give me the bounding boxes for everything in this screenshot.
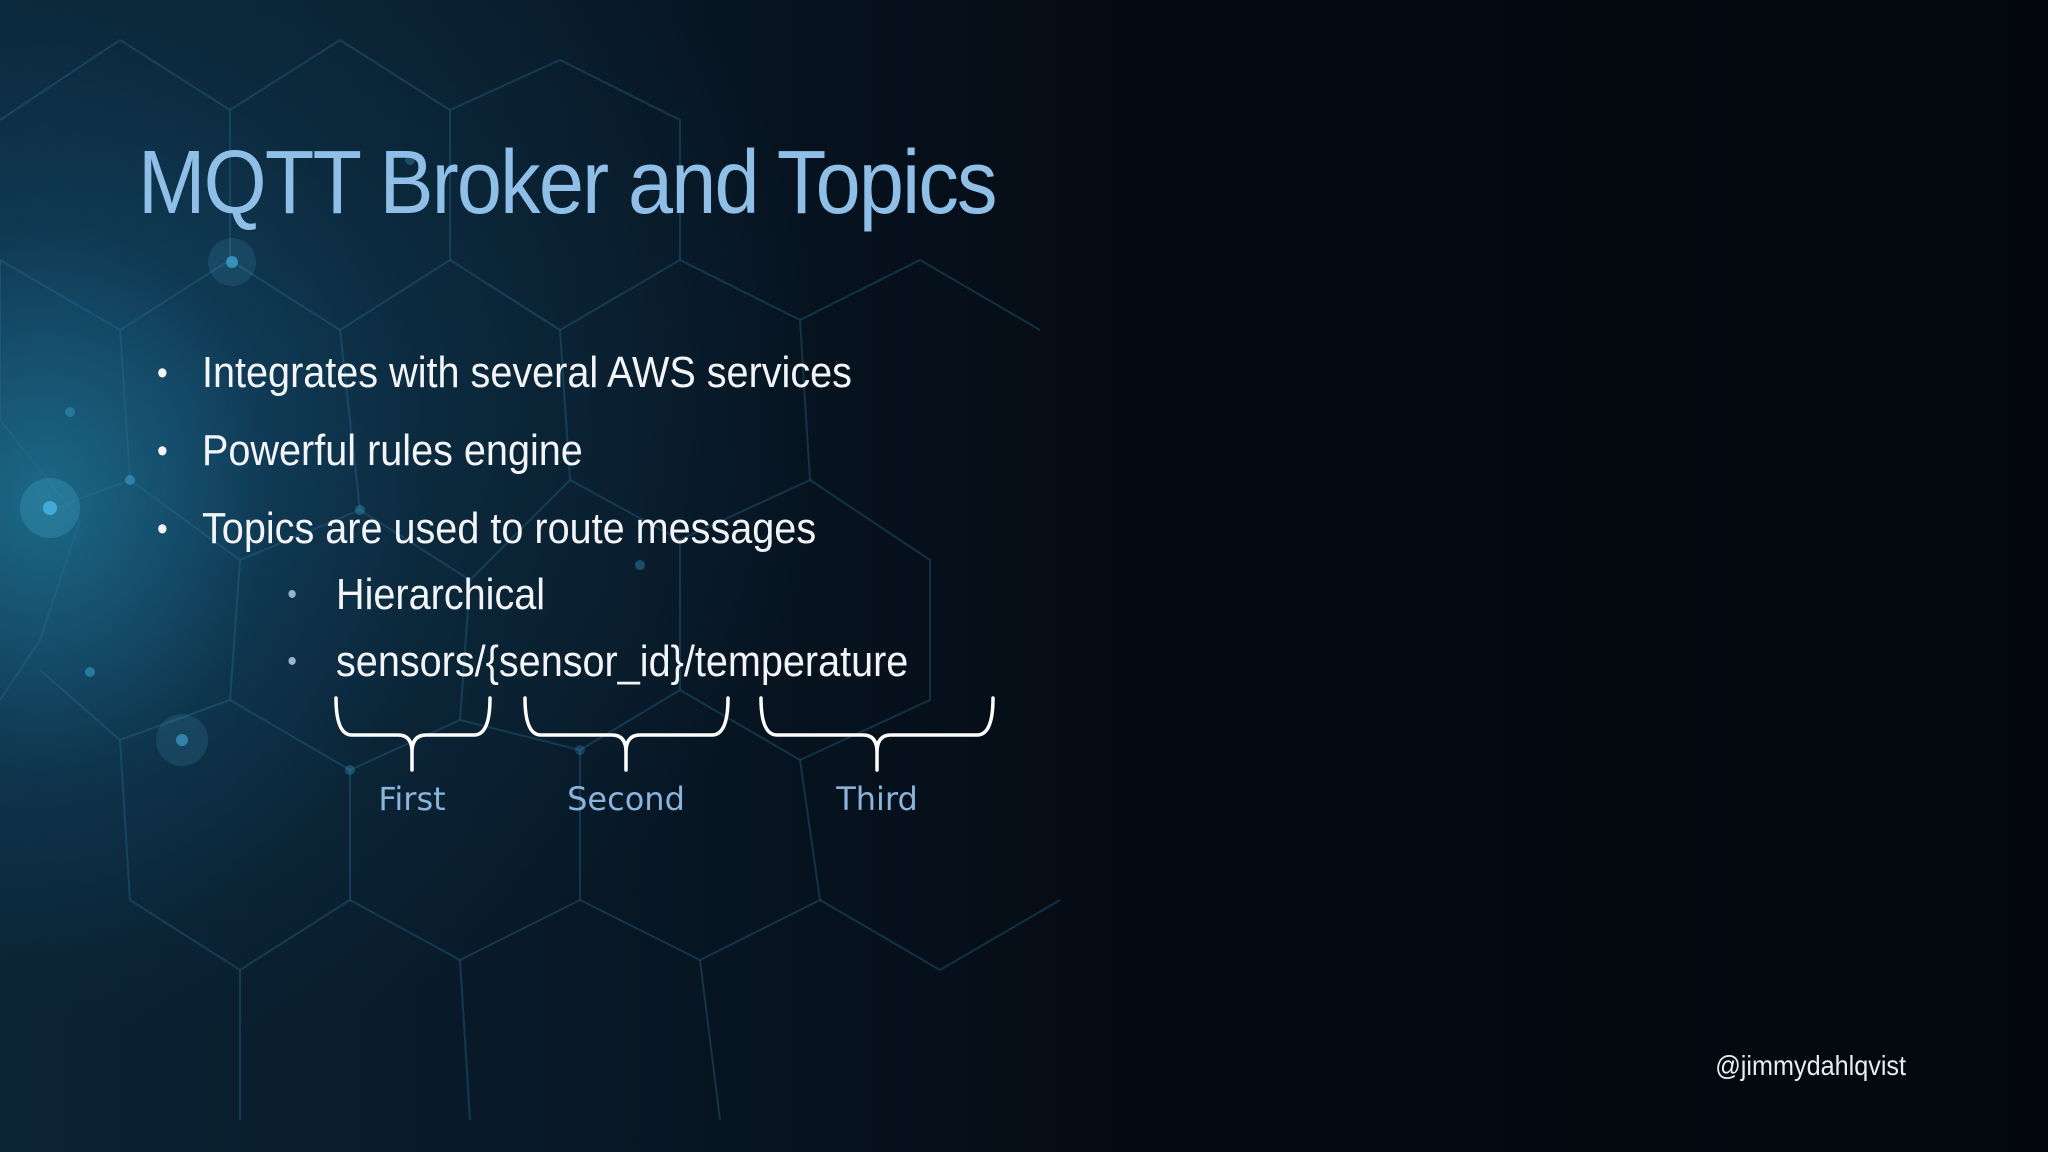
bullet-item: • Topics are used to route messages [157,501,817,557]
sub-bullet-item: • sensors/{sensor_id}/temperature [287,634,909,690]
bullet-text: Powerful rules engine [202,426,583,475]
brace-third [759,696,995,772]
sub-bullet-dot-icon: • [287,578,297,611]
bullet-text: Topics are used to route messages [202,504,817,553]
sub-bullet-text: Hierarchical [336,570,546,619]
segment-label-second: Second [567,780,685,818]
slide-title: MQTT Broker and Topics [138,133,998,233]
segment-label-first: First [378,780,446,818]
brace-second [523,696,730,772]
bullet-text: Integrates with several AWS services [202,348,852,397]
bullet-dot-icon: • [157,432,168,470]
sub-bullet-dot-icon: • [287,645,297,678]
sub-bullet-item: • Hierarchical [287,567,546,623]
author-handle: @jimmydahlqvist [1715,1050,1906,1081]
brace-first [334,696,492,772]
bullet-item: • Powerful rules engine [157,423,583,479]
topic-path-text: sensors/{sensor_id}/temperature [336,637,909,686]
bullet-dot-icon: • [157,510,168,548]
bullet-dot-icon: • [157,354,168,392]
segment-label-third: Third [836,780,918,818]
bullet-item: • Integrates with several AWS services [157,345,852,401]
